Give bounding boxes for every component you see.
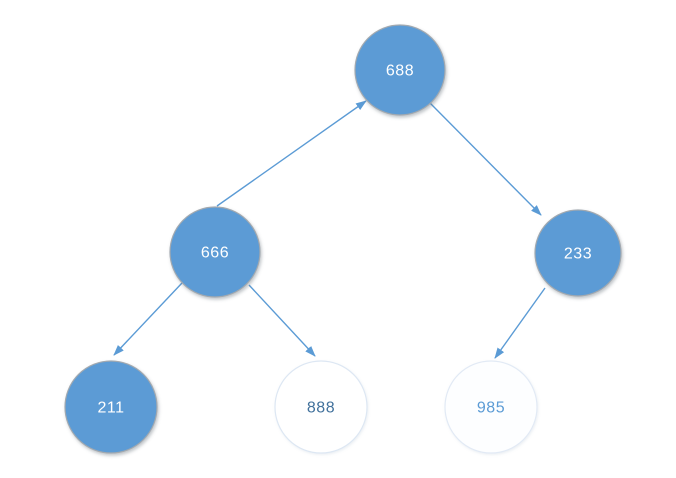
- node-circle-666[interactable]: [169, 206, 261, 298]
- tree-node-211[interactable]: 211: [64, 360, 158, 454]
- edge-666-to-211: [113, 282, 183, 356]
- node-label-211: 211: [97, 400, 124, 417]
- tree-node-666[interactable]: 666: [169, 206, 261, 298]
- node-label-233: 233: [564, 246, 592, 263]
- tree-node-688[interactable]: 688: [354, 24, 446, 116]
- node-label-985: 985: [477, 400, 505, 417]
- edge-666-to-688: [216, 100, 367, 207]
- node-circle-888[interactable]: [274, 360, 368, 454]
- node-label-666: 666: [201, 245, 229, 262]
- node-label-888: 888: [307, 400, 335, 417]
- edge-688-to-233: [429, 102, 542, 216]
- tree-node-233[interactable]: 233: [534, 209, 622, 297]
- edge-666-to-888: [248, 284, 316, 357]
- tree-edges: [113, 100, 546, 359]
- node-circle-233[interactable]: [534, 209, 622, 297]
- edge-233-to-985: [494, 287, 546, 359]
- node-label-688: 688: [386, 63, 414, 80]
- node-circle-985[interactable]: [444, 360, 538, 454]
- node-circle-211[interactable]: [64, 360, 158, 454]
- node-circle-688[interactable]: [354, 24, 446, 116]
- tree-node-985[interactable]: 985: [444, 360, 538, 454]
- tree-node-888[interactable]: 888: [274, 360, 368, 454]
